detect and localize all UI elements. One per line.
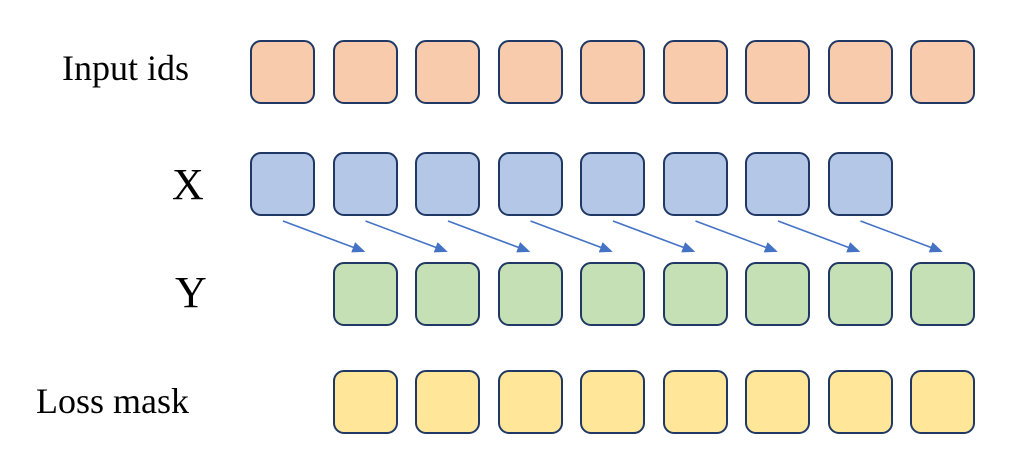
loss-mask-box xyxy=(827,370,893,434)
shift-arrow xyxy=(530,220,613,253)
row-label-y: Y xyxy=(175,268,207,317)
y-box xyxy=(580,262,645,326)
shift-arrow xyxy=(282,220,366,253)
x-box xyxy=(332,152,398,216)
x-box xyxy=(662,152,728,216)
input-ids-box xyxy=(910,40,975,104)
row-label-input-ids: Input ids xyxy=(62,48,190,88)
input-ids-box xyxy=(497,40,563,104)
loss-mask-box xyxy=(662,370,728,434)
shift-arrow xyxy=(860,220,943,253)
input-ids-box xyxy=(827,40,893,104)
row-label-loss-mask: Loss mask xyxy=(36,381,189,421)
x-box xyxy=(827,152,893,216)
x-box xyxy=(745,152,810,216)
x-box xyxy=(497,152,563,216)
input-ids-box xyxy=(662,40,728,104)
shift-arrow xyxy=(365,220,448,253)
y-box xyxy=(745,262,810,326)
input-ids-box xyxy=(745,40,810,104)
shift-arrow xyxy=(612,220,696,253)
y-box xyxy=(415,262,480,326)
y-box xyxy=(497,262,563,326)
row-label-x: X xyxy=(172,160,204,209)
loss-mask-box xyxy=(415,370,480,434)
loss-mask-box xyxy=(910,370,975,434)
y-box xyxy=(910,262,975,326)
x-box xyxy=(250,152,315,216)
input-ids-box xyxy=(415,40,480,104)
input-ids-box xyxy=(250,40,315,104)
y-box xyxy=(332,262,398,326)
y-box xyxy=(662,262,728,326)
shift-arrow xyxy=(447,220,531,253)
loss-mask-box xyxy=(580,370,645,434)
loss-mask-box xyxy=(497,370,563,434)
shift-arrow xyxy=(695,220,778,253)
y-box xyxy=(827,262,893,326)
loss-mask-box xyxy=(745,370,810,434)
x-box xyxy=(580,152,645,216)
shift-arrow xyxy=(777,220,861,253)
loss-mask-box xyxy=(332,370,398,434)
input-ids-box xyxy=(332,40,398,104)
x-box xyxy=(415,152,480,216)
input-ids-box xyxy=(580,40,645,104)
